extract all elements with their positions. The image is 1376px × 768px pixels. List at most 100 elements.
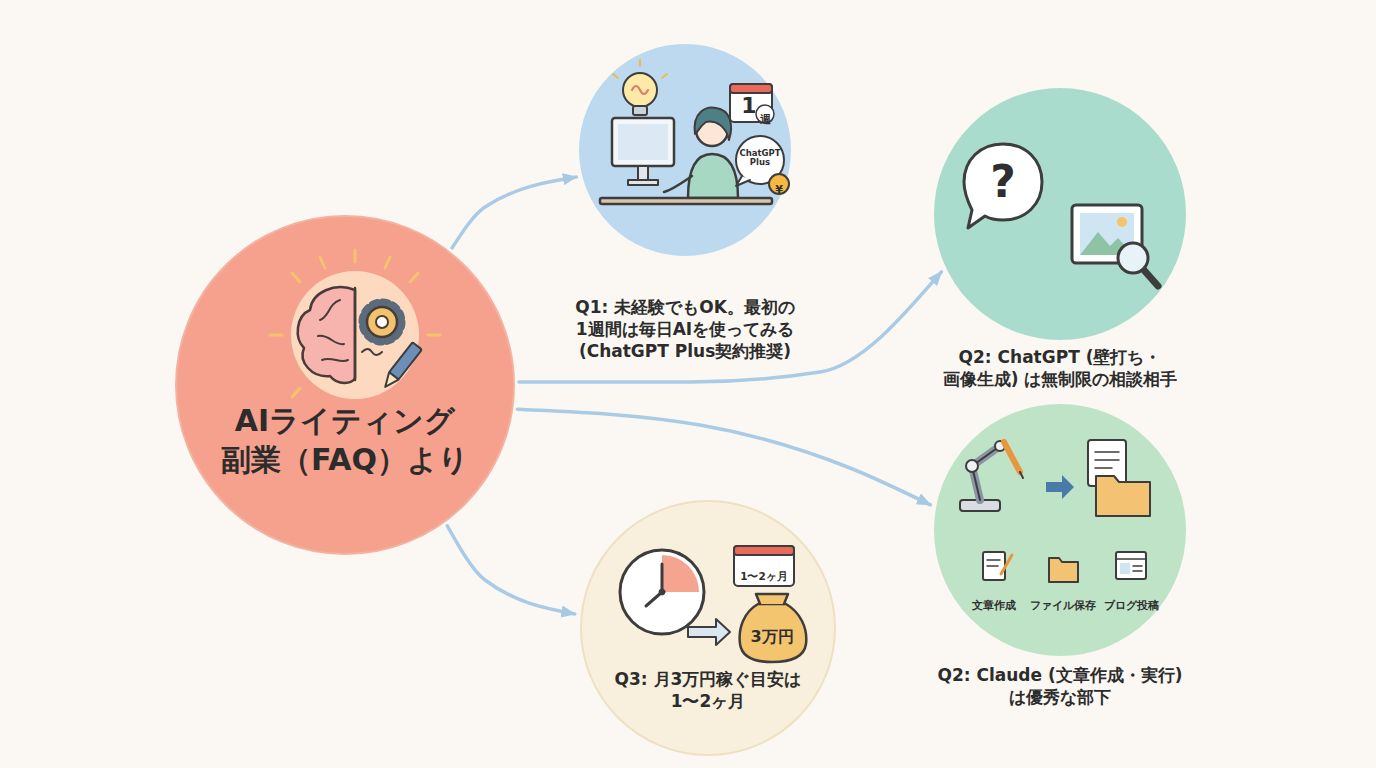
beginner-desk-scene-part <box>664 176 692 192</box>
beginner-desk-scene <box>600 60 789 204</box>
brain-gear-icon-part-part <box>410 273 418 282</box>
robot-arm-scene-part <box>987 565 998 567</box>
clock-money-scene-part <box>740 604 807 662</box>
circle-fill <box>935 89 1185 339</box>
icon-label: ブログ投稿 <box>1104 600 1159 612</box>
brain-gear-icon-part-part <box>389 342 422 379</box>
circle-fill <box>580 45 790 255</box>
robot-arm-scene-part <box>1096 476 1150 516</box>
robot-arm-scene-part <box>1133 565 1142 567</box>
faq-text: Q3: 月3万円稼ぐ目安は 1〜2ヶ月 <box>598 668 818 712</box>
faq-circle: Q2: Claude (文章作成・実行) は優秀な部下 <box>934 404 1186 656</box>
brain-gear-icon-part-part <box>385 257 390 268</box>
beginner-desk-scene-part <box>618 124 668 160</box>
brain-gear-icon <box>270 250 440 399</box>
robot-arm-scene-part <box>1133 570 1142 572</box>
question-image-scene-part <box>1117 217 1127 227</box>
robot-arm-scene-part <box>1095 459 1119 461</box>
icon-label: 3万円 <box>750 628 793 646</box>
flow-arrow <box>452 177 576 248</box>
brain-gear-icon-part <box>291 271 419 399</box>
robot-arm-scene-part <box>987 559 1000 561</box>
beginner-desk-scene-part <box>695 108 731 140</box>
robot-arm-scene-part <box>983 552 1005 580</box>
robot-arm-scene-part <box>1116 558 1146 560</box>
clock-money-scene-part <box>620 550 704 634</box>
brain-gear-icon-part <box>363 303 401 341</box>
beginner-desk-scene-part <box>628 180 658 185</box>
robot-arm-scene-part <box>1095 451 1119 453</box>
clock-money-scene-part <box>734 546 794 586</box>
brain-gear-icon-part <box>318 300 348 361</box>
brain-gear-icon-part-part <box>428 334 440 337</box>
robot-arm-scene-part <box>1004 442 1020 472</box>
robot-arm-scene-part <box>972 446 1000 500</box>
flow-arrow <box>447 526 574 614</box>
icon-label: ? <box>990 158 1016 206</box>
faq-text: Q2: Claude (文章作成・実行) は優秀な部下 <box>925 664 1195 708</box>
beginner-desk-scene-part <box>600 198 772 204</box>
icon-label: ファイル保存 <box>1030 600 1096 612</box>
brain-gear-icon-part-part <box>292 388 300 397</box>
brain-gear-icon-part <box>367 307 397 337</box>
brain-gear-icon-part-part <box>380 372 398 390</box>
icon-label: ¥ <box>775 184 783 196</box>
flow-arrow <box>519 272 941 382</box>
brain-gear-icon-part <box>298 287 355 383</box>
question-image-scene-part <box>1143 269 1158 286</box>
brain-gear-icon-part-part <box>354 250 357 262</box>
robot-arm-scene-part <box>1095 467 1112 469</box>
topic-title: AIライティング 副業（FAQ）より <box>220 401 470 479</box>
robot-arm-scene-part <box>1116 552 1146 579</box>
circle-outline <box>934 404 1186 656</box>
beginner-desk-scene-part <box>688 154 738 198</box>
robot-arm-scene-part <box>972 446 1000 500</box>
circle-fill <box>581 501 835 755</box>
robot-arm-scene <box>960 440 1150 582</box>
beginner-desk-scene-part <box>623 73 657 107</box>
robot-arm-scene-part <box>1046 475 1074 499</box>
brain-gear-icon-part <box>380 342 421 390</box>
brain-gear-icon-part <box>362 349 382 355</box>
circle-fill <box>176 216 514 554</box>
brain-gear-icon-part <box>270 250 440 397</box>
brain-gear-icon-part <box>376 316 388 328</box>
robot-arm-scene-part <box>1020 472 1023 478</box>
question-image-scene-part <box>964 144 1042 228</box>
beginner-desk-scene-part <box>730 84 772 93</box>
clock-money-scene <box>620 546 806 662</box>
clock-money-scene-part <box>688 619 730 645</box>
robot-arm-scene-part <box>1120 563 1130 574</box>
circle-fill <box>935 405 1185 655</box>
beginner-desk-scene-part <box>613 74 618 78</box>
clock-money-scene-part <box>756 594 788 604</box>
beginner-desk-scene-part <box>639 60 641 66</box>
beginner-desk-scene-part <box>638 166 648 180</box>
clock-money-scene-part <box>659 589 665 595</box>
faq-text: Q2: ChatGPT (壁打ち・画像生成) は無制限の相談相手 <box>925 346 1195 390</box>
clock-money-scene-part <box>662 555 699 592</box>
flow-arrow <box>517 409 930 505</box>
beginner-desk-scene-part <box>662 74 667 78</box>
brain-gear-icon-part-part <box>270 334 282 337</box>
beginner-desk-scene-part <box>736 176 750 186</box>
icon-label: 文章作成 <box>972 600 1016 612</box>
beginner-desk-scene-part <box>612 118 674 166</box>
brain-gear-icon-part-part <box>320 257 325 268</box>
clock-money-scene-part <box>734 546 794 555</box>
question-image-scene <box>964 144 1158 286</box>
robot-arm-scene-part <box>966 460 978 472</box>
question-image-scene-part <box>1118 243 1148 273</box>
icon-label: 週 <box>760 114 771 126</box>
clock-money-scene-part <box>661 564 664 592</box>
faq-text: Q1: 未経験でもOK。最初の 1週間は毎日AIを使ってみる (ChatGPT … <box>560 296 810 362</box>
brain-gear-icon-part <box>354 288 357 380</box>
icon-label: 1 <box>741 94 756 118</box>
robot-arm-scene-part <box>1049 558 1078 582</box>
icon-label: ChatGPT Plus <box>738 149 782 168</box>
beginner-desk-scene-part <box>633 106 647 115</box>
robot-arm-scene-part <box>1001 555 1012 574</box>
brain-gear-icon-part-part <box>292 273 300 282</box>
icon-label: 1〜2ヶ月 <box>740 571 788 583</box>
